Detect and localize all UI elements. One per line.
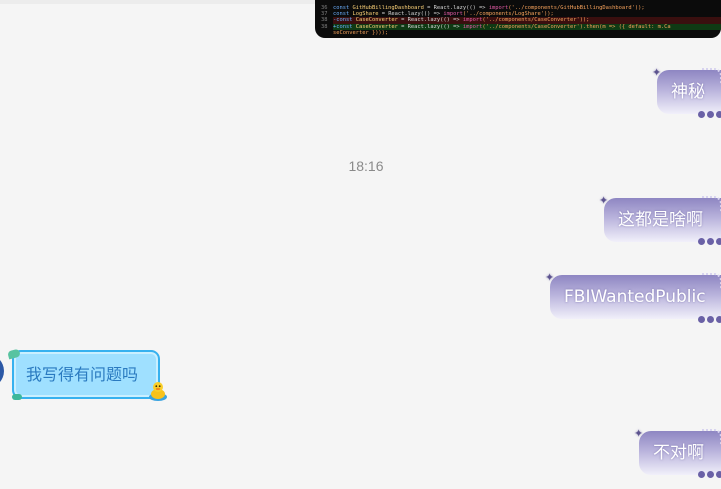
message-bubble-right[interactable]: ✦ 不对啊 — [634, 428, 721, 475]
star-icon: ✦ — [599, 194, 609, 207]
lace-decoration — [702, 273, 721, 289]
code-line-5: seConverter }))); — [333, 29, 389, 36]
dots-icon — [698, 238, 721, 246]
star-icon: ✦ — [652, 66, 662, 79]
avatar[interactable] — [0, 354, 4, 388]
message-bubble-right[interactable]: ✦ 神秘 — [652, 67, 721, 114]
message-bubble-left[interactable]: 我写得有问题吗 — [7, 348, 160, 400]
leaf-icon — [7, 348, 21, 360]
timestamp: 18:16 — [348, 158, 384, 174]
star-icon: ✦ — [634, 427, 644, 440]
message-text: 我写得有问题吗 — [26, 365, 139, 384]
star-icon: ✦ — [545, 271, 555, 284]
dots-icon — [698, 471, 721, 479]
message-text: 神秘 — [671, 82, 705, 102]
lace-decoration — [702, 196, 721, 212]
dots-icon — [698, 111, 721, 119]
message-bubble-right[interactable]: ✦ 这都是啥啊 — [599, 195, 721, 242]
message-text: 这都是啥啊 — [618, 210, 703, 230]
lace-decoration — [702, 429, 721, 445]
message-text: FBIWantedPublic — [564, 287, 706, 307]
lace-decoration — [702, 68, 721, 84]
duck-icon — [149, 382, 167, 401]
message-bubble-right[interactable]: ✦ FBIWantedPublic — [545, 272, 721, 319]
code-line-4: 38+const CaseConverter = React.lazy(() =… — [321, 23, 721, 30]
leaf-icon — [12, 394, 22, 400]
message-text: 不对啊 — [653, 443, 704, 463]
dots-icon — [698, 316, 721, 324]
code-line-3: 38-const CaseConverter = React.lazy(() =… — [321, 17, 721, 24]
